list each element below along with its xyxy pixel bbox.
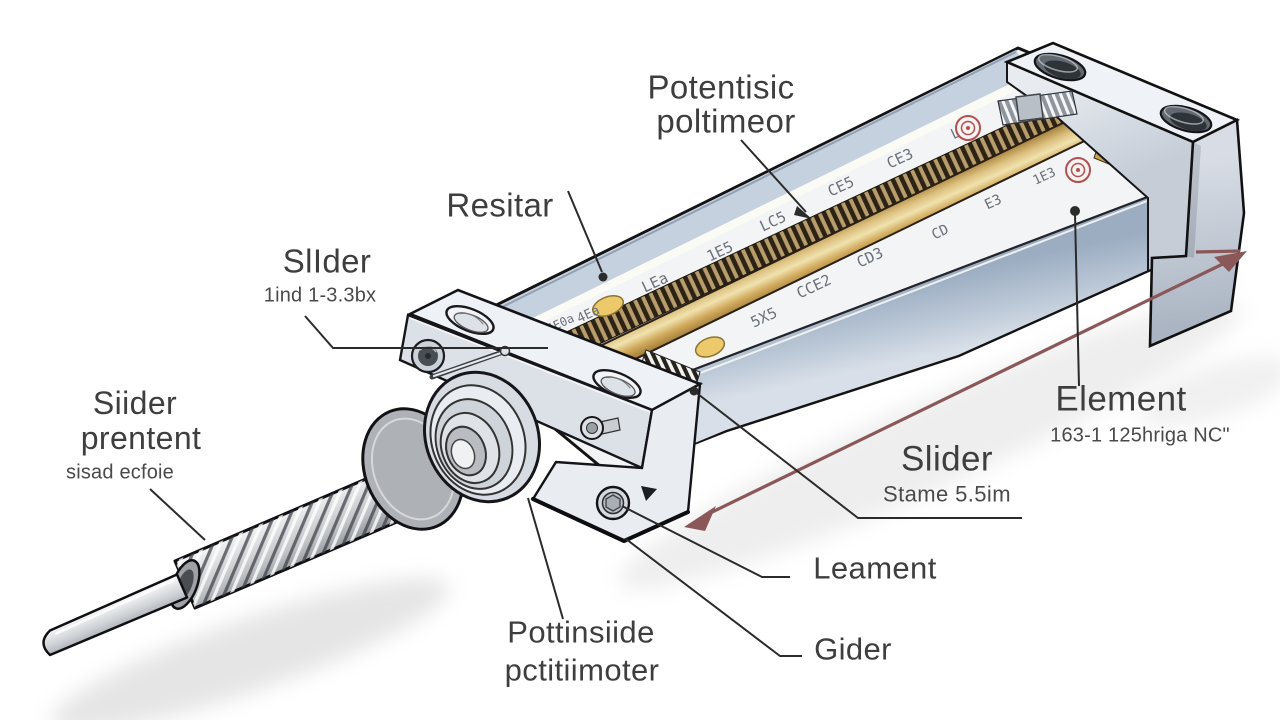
label-slider-top-title: SlIder <box>282 242 372 280</box>
label-pottinsiide-line2: pctitiimoter <box>504 652 660 688</box>
label-potentisic-line1: Potentisic <box>647 68 795 106</box>
leader-siider-prentent <box>149 488 206 541</box>
label-potentisic-line2: poltimeor <box>656 102 796 140</box>
leader-gider <box>625 538 802 657</box>
leader-slider-right <box>693 390 1022 519</box>
triangle-vent-hole <box>641 486 657 501</box>
label-slider-right-title: Slider <box>901 439 993 479</box>
collar-bushing <box>422 370 542 504</box>
output-pin <box>42 573 189 657</box>
body-highlight-strip <box>476 74 1035 352</box>
dimension-arrowhead-right <box>1214 251 1247 272</box>
leader-resitar-dot <box>598 272 608 282</box>
label-element-title: Element <box>1055 379 1187 419</box>
label-element-subtitle: 163-1 125hriga NC" <box>1050 424 1230 447</box>
carriage-bottom-edge <box>531 497 690 543</box>
stud-bolt <box>580 416 621 440</box>
label-slider-top-subtitle: 1ind 1-3.3bx <box>263 284 377 307</box>
label-siider-line2: prentent <box>80 420 202 457</box>
body-top-strip <box>462 50 1030 346</box>
flange-screw <box>410 338 446 374</box>
hex-bolt <box>595 485 631 521</box>
leader-element <box>1074 213 1080 387</box>
red-stamp-2 <box>1065 157 1091 183</box>
track-end-tab <box>1015 93 1044 122</box>
red-stamp-1 <box>955 115 981 141</box>
ground-shadows <box>51 300 1280 720</box>
mounting-hole-1 <box>1033 52 1087 82</box>
shadow-under-shaft <box>51 578 449 720</box>
leader-resitar <box>567 190 603 273</box>
label-leament: Leament <box>813 550 937 586</box>
leader-potentisic <box>740 139 807 213</box>
label-siider-line1: Siider <box>92 385 178 422</box>
shadow-under-end-block <box>1138 357 1280 427</box>
leader-element-dot <box>1070 206 1080 216</box>
solder-dot-1 <box>591 295 625 317</box>
end-block-inner-shadow <box>1186 142 1201 258</box>
dimension-arrow-shaft <box>703 257 1234 518</box>
label-pottinsiide-line1: Pottinsiide <box>507 614 655 650</box>
label-siider-subtitle: sisad ecfoie <box>65 461 175 484</box>
leader-leament <box>621 505 790 578</box>
leader-pottinsiide <box>527 497 564 620</box>
potentiometer-body: 4Ea LEa 1E5 LC5 CE5 CE3 LE5 5X5 CCE2 CD3… <box>460 46 1174 478</box>
slider-carriage <box>42 288 704 657</box>
front-face-highlight <box>642 200 1148 396</box>
body-front-face <box>630 196 1150 470</box>
front-face-top-edge <box>639 194 1151 392</box>
top-strip-inner-line <box>463 51 1017 327</box>
carriage-hole-1 <box>445 304 495 336</box>
solder-dot-2 <box>694 336 726 358</box>
dimension-arrow <box>684 249 1247 531</box>
shadow-under-body <box>618 300 1242 590</box>
label-slider-right-subtitle: Stame 5.5im <box>883 481 1011 507</box>
label-gider: Gider <box>814 631 892 667</box>
surface-marking: E3 <box>982 192 1004 214</box>
leader-slider-top <box>304 315 548 349</box>
dimension-arrowhead-left <box>684 506 716 531</box>
leader-potentisic-arrowhead <box>794 206 812 219</box>
leader-lines <box>149 139 1080 657</box>
dimension-arrow-barb <box>1195 249 1241 254</box>
carriage-edge-highlight <box>409 317 651 413</box>
label-resitar: Resitar <box>446 186 554 224</box>
surface-marking: CD <box>929 222 951 244</box>
mounting-hole-2 <box>1159 104 1213 134</box>
